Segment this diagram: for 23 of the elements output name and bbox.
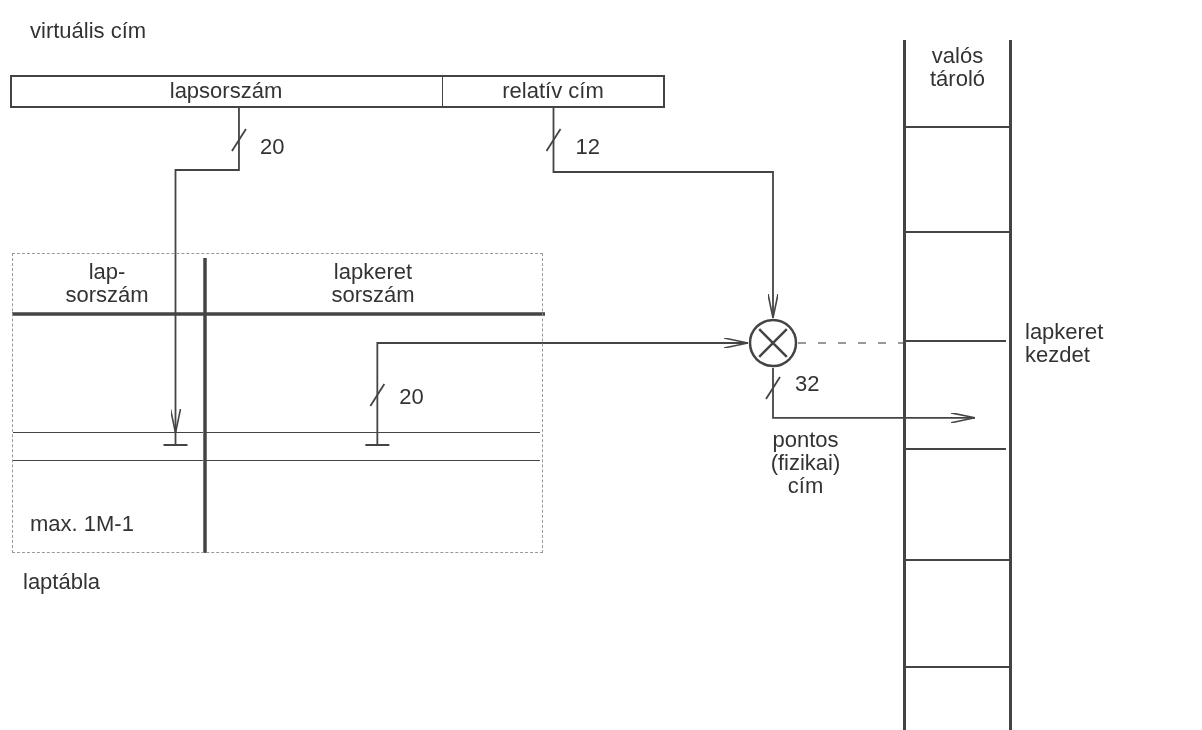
arrow bbox=[552, 107, 779, 319]
memory-title: valós tároló bbox=[928, 44, 986, 90]
arrow bbox=[169, 107, 240, 434]
arrow bbox=[772, 367, 976, 424]
annotation: pontos (fizikai) cím bbox=[769, 428, 842, 497]
annotation: max. 1M-1 bbox=[30, 512, 135, 535]
annotation: lapkeret kezdet bbox=[1025, 320, 1105, 366]
bus-width-label: 20 bbox=[399, 385, 424, 408]
page-frame bbox=[903, 340, 1006, 450]
bus-width-label: 20 bbox=[259, 135, 285, 158]
column-title: lap- sorszám bbox=[64, 260, 150, 306]
guide-line bbox=[797, 342, 904, 344]
arrow bbox=[376, 337, 749, 434]
field-label: lapsorszám bbox=[168, 79, 284, 102]
column-title: lapkeret sorszám bbox=[330, 260, 416, 306]
bus-width-label: 32 bbox=[795, 372, 820, 395]
memory-column bbox=[903, 40, 1012, 730]
bus-width-label: 12 bbox=[575, 135, 600, 158]
table-title: laptábla bbox=[23, 570, 102, 593]
table-entry bbox=[13, 432, 203, 461]
table-entry bbox=[206, 432, 540, 461]
register-title: virtuális cím bbox=[30, 19, 148, 42]
field-label: relatív cím bbox=[501, 79, 605, 102]
